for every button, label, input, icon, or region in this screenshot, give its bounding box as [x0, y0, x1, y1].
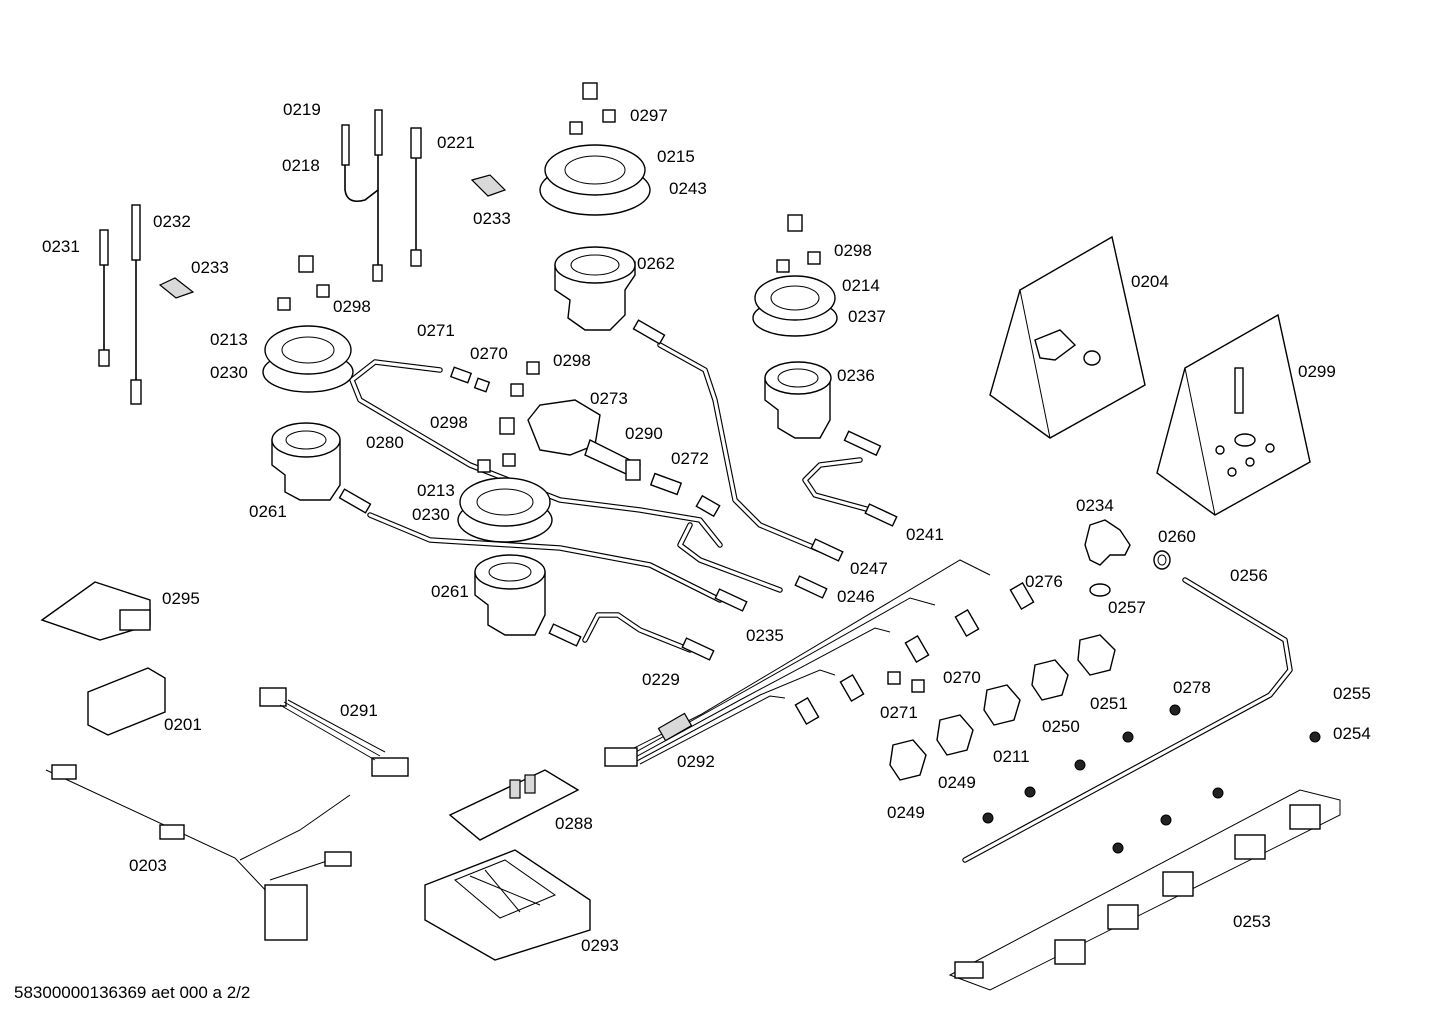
part-label: 0273	[590, 389, 628, 408]
part-label: 0236	[837, 366, 875, 385]
spare-part-bags	[989, 235, 1311, 516]
part-label: 0298	[553, 351, 591, 370]
part-label: 0292	[677, 752, 715, 771]
burner-rings	[262, 144, 838, 543]
part-label: 0271	[417, 321, 455, 340]
part-label: 0298	[430, 413, 468, 432]
part-label: 0257	[1108, 598, 1146, 617]
part-label: 0253	[1233, 912, 1271, 931]
control-switches	[948, 704, 1341, 991]
part-label: 0232	[153, 212, 191, 231]
part-label: 0255	[1333, 684, 1371, 703]
part-label: 0261	[249, 502, 287, 521]
part-label: 0247	[850, 559, 888, 578]
part-label: 0234	[1076, 496, 1114, 515]
part-label: 0276	[1025, 572, 1063, 591]
part-label: 0250	[1042, 717, 1080, 736]
part-label: 0233	[191, 258, 229, 277]
part-label: 0254	[1333, 724, 1371, 743]
part-label: 0235	[746, 626, 784, 645]
part-label: 0271	[880, 703, 918, 722]
part-label: 0280	[366, 433, 404, 452]
part-label: 0218	[282, 156, 320, 175]
part-label: 0270	[943, 668, 981, 687]
part-label: 0298	[834, 241, 872, 260]
part-label: 0290	[625, 424, 663, 443]
part-label: 0295	[162, 589, 200, 608]
gas-valves	[794, 582, 1116, 781]
part-label: 0231	[42, 237, 80, 256]
part-label: 0243	[669, 179, 707, 198]
part-label: 0298	[333, 297, 371, 316]
part-label: 0201	[164, 715, 202, 734]
part-label: 0237	[848, 307, 886, 326]
part-label: 0203	[129, 856, 167, 875]
part-label: 0230	[210, 363, 248, 382]
part-label: 0229	[642, 670, 680, 689]
part-label: 0251	[1090, 694, 1128, 713]
part-label: 0278	[1173, 678, 1211, 697]
pipe-fittings	[338, 319, 898, 661]
part-label: 0261	[431, 582, 469, 601]
burner-bodies	[271, 246, 832, 636]
part-label: 0214	[842, 276, 880, 295]
clips	[158, 174, 507, 299]
part-label: 0233	[473, 209, 511, 228]
part-label: 0297	[630, 106, 668, 125]
part-label: 0288	[555, 814, 593, 833]
ignition-harness	[604, 559, 991, 767]
part-label: 0249	[887, 803, 925, 822]
drawing-reference: 58300000136369 aet 000 a 2/2	[14, 983, 251, 1002]
part-label: 0219	[283, 100, 321, 119]
part-label: 0262	[637, 254, 675, 273]
part-label: 0241	[906, 525, 944, 544]
part-label: 0256	[1230, 566, 1268, 585]
part-label: 0299	[1298, 362, 1336, 381]
part-label: 0204	[1131, 272, 1169, 291]
part-label: 0213	[210, 330, 248, 349]
part-label: 0249	[938, 773, 976, 792]
part-label: 0211	[993, 747, 1030, 766]
part-label: 0270	[470, 344, 508, 363]
part-label: 0291	[340, 701, 378, 720]
control-module	[424, 769, 591, 961]
part-label: 0213	[417, 481, 455, 500]
part-label: 0260	[1158, 527, 1196, 546]
gas-pipes	[349, 342, 1293, 863]
thermocouples	[98, 109, 422, 405]
part-label: 0272	[671, 449, 709, 468]
part-label: 0221	[437, 133, 475, 152]
part-label: 0215	[657, 147, 695, 166]
elbow-and-washers	[1084, 519, 1171, 597]
part-label: 0246	[837, 587, 875, 606]
electrical-parts	[40, 581, 409, 941]
part-label: 0230	[412, 505, 450, 524]
screws	[277, 82, 821, 473]
part-label: 0293	[581, 936, 619, 955]
